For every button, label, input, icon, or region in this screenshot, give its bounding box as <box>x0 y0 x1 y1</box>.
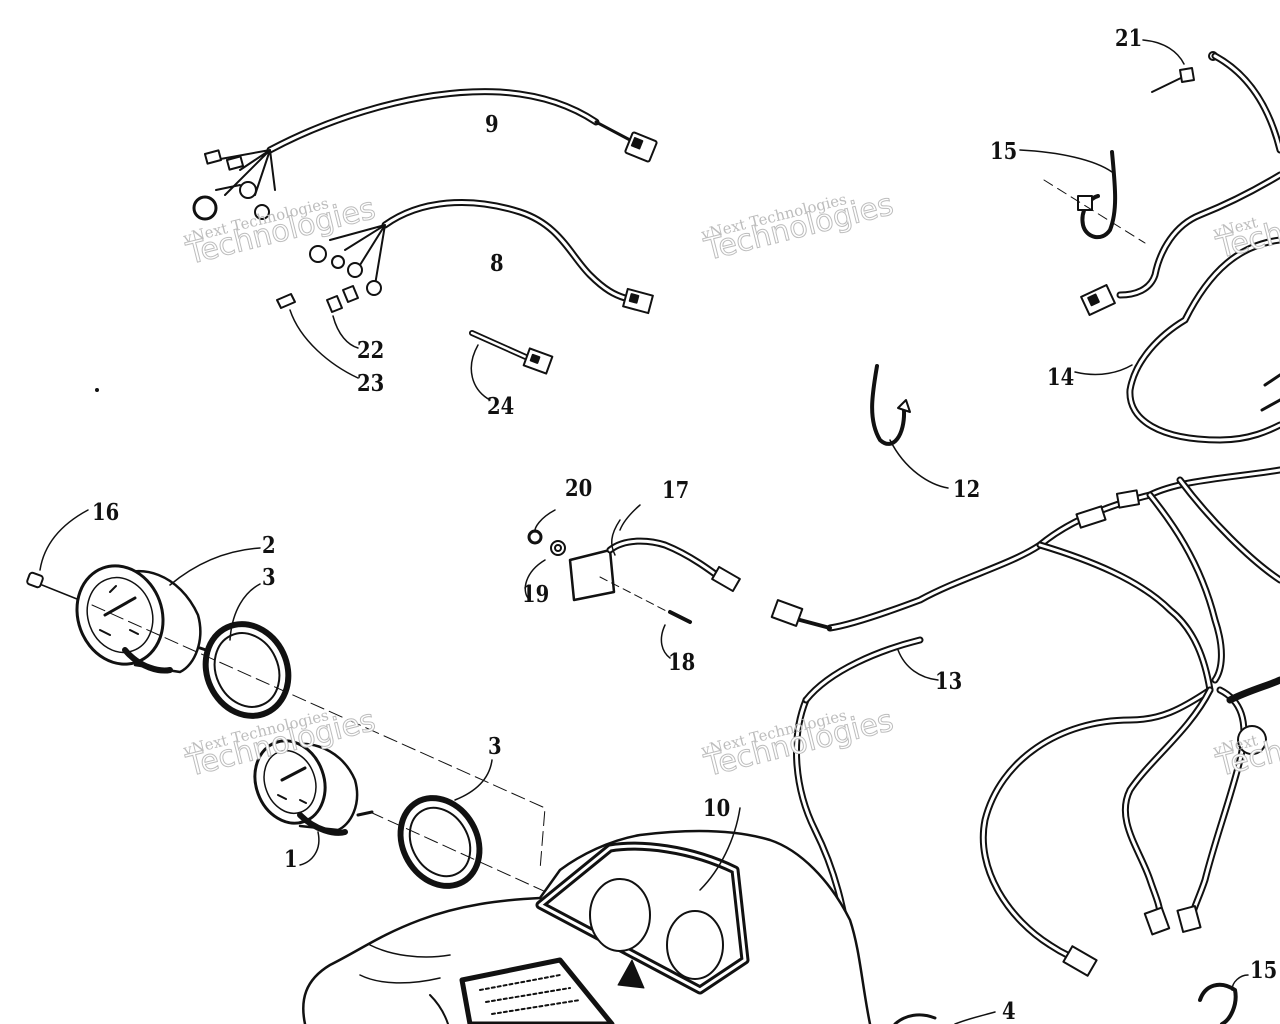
dash-panel-10 <box>302 807 872 1024</box>
wire-harness-9 <box>192 88 658 221</box>
bezel-3-bottom <box>397 759 493 889</box>
callout-1: 1 <box>284 846 298 873</box>
callout-14: 14 <box>1047 364 1075 391</box>
callout-20: 20 <box>565 475 593 502</box>
bulbs-22-23 <box>276 285 359 379</box>
callout-9: 9 <box>485 111 499 138</box>
callout-16: 16 <box>92 499 120 526</box>
callout-17: 17 <box>662 477 690 504</box>
cable-tie-15-top <box>1019 149 1146 244</box>
callout-23: 23 <box>357 370 385 397</box>
wire-harness-8 <box>309 198 654 315</box>
callout-24: 24 <box>487 393 515 420</box>
cable-tie-12 <box>870 364 949 489</box>
callout-8: 8 <box>490 250 504 277</box>
callout-15-top: 15 <box>990 138 1018 165</box>
callout-18: 18 <box>668 649 696 676</box>
callout-15-bottom: 15 <box>1250 957 1278 984</box>
gauge-1 <box>253 739 374 866</box>
connector-24 <box>469 330 554 401</box>
gauge-2 <box>75 547 261 674</box>
callout-4: 4 <box>1002 998 1016 1024</box>
wire-harness-14 <box>1074 52 1280 444</box>
callout-12: 12 <box>953 476 981 503</box>
bottom-parts-4-15 <box>893 974 1249 1024</box>
screw-21 <box>1142 39 1218 93</box>
callout-10: 10 <box>703 795 731 822</box>
switch-assembly-17 <box>524 504 741 659</box>
callout-2: 2 <box>262 532 276 559</box>
callout-19: 19 <box>522 581 550 608</box>
callout-13: 13 <box>935 668 963 695</box>
bezel-3-top <box>202 583 292 719</box>
callout-22: 22 <box>357 337 385 364</box>
callout-3-top: 3 <box>262 564 276 591</box>
callout-21: 21 <box>1115 25 1143 52</box>
callout-3-bottom: 3 <box>488 733 502 760</box>
